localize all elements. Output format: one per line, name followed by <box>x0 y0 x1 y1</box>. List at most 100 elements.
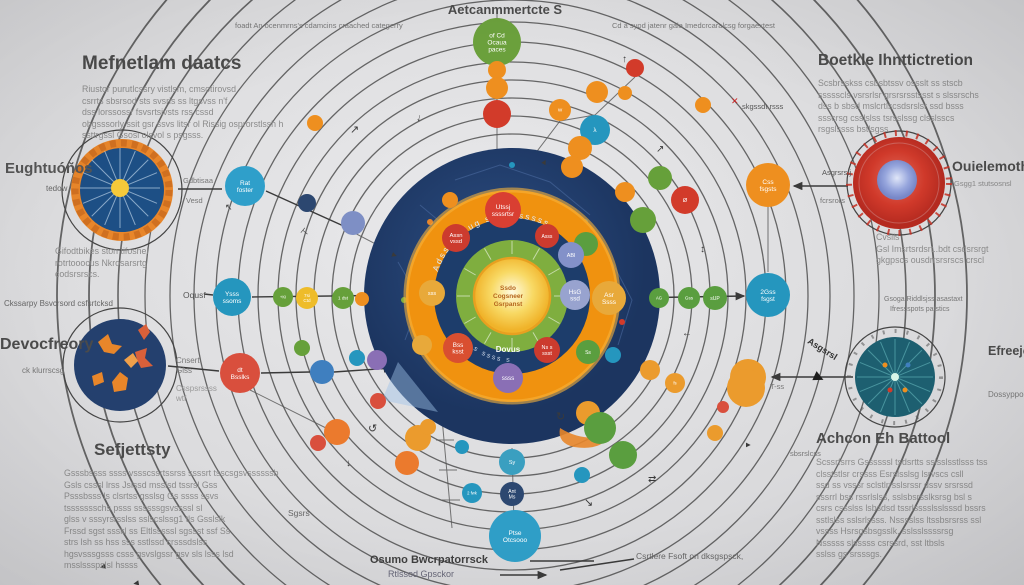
tl-paragraph: Riustor purutlcssry vistlsm, cmsotirovsd… <box>82 84 283 142</box>
diagram-node <box>455 440 469 454</box>
text-line: sstlslss sslsrlssss. Nsssslss ltssbsrsrs… <box>816 514 982 525</box>
decorative-arrow-glyph: ↘ <box>584 497 593 509</box>
diagram-node: fs <box>665 373 685 393</box>
text-line: msslssspslsl hssss <box>64 560 138 570</box>
cnsert-label-2: Glss <box>176 366 192 375</box>
diagram-node <box>367 350 387 370</box>
text-line: csrrts sbsrsod sts svsris ss ltgsvss n'f <box>82 95 228 106</box>
diagram-node <box>609 441 637 469</box>
diagram-node: Gss <box>678 287 700 309</box>
text-line: Gsssbssss ssss vssscssrtssrss ssssrt tss… <box>64 468 279 478</box>
diagram-node: ABl <box>558 242 584 268</box>
decorative-arrow-glyph: ↺ <box>368 423 377 435</box>
text-line: rotrtooocus Nkrosarsrtg <box>55 257 147 268</box>
diagram-node <box>640 360 660 380</box>
decorative-arrow-glyph: ↕ <box>700 244 705 255</box>
rim-wedge <box>382 362 438 412</box>
diagram-node <box>310 360 334 384</box>
diagram-node <box>483 100 511 128</box>
decorative-arrow-glyph: ↗ <box>656 144 664 155</box>
svg-text:2 fwk: 2 fwk <box>467 490 478 495</box>
top-left-caption: foadt An ocenmrns's cdamcins craached ca… <box>235 21 403 30</box>
bottom-bold-label: Osumo Bwcrpatorrsck <box>370 554 488 566</box>
diagram-node <box>605 347 621 363</box>
text-line: Gsl Imsrtsrdsrt..bdt csdsrsrgt <box>876 243 989 254</box>
top-right-caption: Cd a syod jatenr gala Imedcrcaralcsg for… <box>612 21 775 30</box>
decorative-arrow-glyph: ✕ <box>731 96 739 106</box>
decorative-arrow-glyph: ▲ <box>539 156 550 168</box>
core-line-2: Cogsneer <box>493 293 523 300</box>
decorative-arrow-glyph: ↓ <box>415 112 423 124</box>
diagram-node <box>420 419 436 435</box>
svg-text:+Ki: +Ki <box>280 294 286 299</box>
cnsert-label-1: Cnsert <box>176 356 200 365</box>
tss-label: T-ss <box>770 382 785 391</box>
text-line: sslss gs srsssgs. <box>816 549 882 559</box>
svg-text:Gss: Gss <box>685 296 694 301</box>
text-line: tssssssschs psss ssssssgsvssssl sl <box>64 502 203 513</box>
text-line: Scssrfsrrs Gssssssl tsdsrtts sslsslsstls… <box>816 457 988 467</box>
diagram-node: AG <box>649 288 669 308</box>
bl-heading: Devocfreory <box>0 336 94 353</box>
svg-text:Sy: Sy <box>509 460 516 466</box>
diagram-node <box>395 451 419 475</box>
svg-text:Ø: Ø <box>683 198 688 204</box>
decorative-arrow-glyph: ↖ <box>225 202 233 212</box>
decorative-arrow-glyph: ▲ <box>807 366 831 389</box>
diagram-node: 2 fwk <box>462 483 482 503</box>
marker-label: skgssdt rsss <box>742 102 784 111</box>
diagram-node <box>355 292 369 306</box>
text-line: obgsssorly ssit gsr ssvs litsr ol Rissig… <box>82 118 284 129</box>
sbs-label: sbsrslcss <box>790 449 821 458</box>
diagram-node <box>626 59 644 77</box>
bl-heading-2: Sefjettsty <box>94 440 171 459</box>
diagram-node <box>298 194 316 212</box>
diagram-node <box>648 166 672 190</box>
oqusf-label: Oqusf <box>183 290 206 300</box>
text-line: Frssd sgst ssskl ss Eltlsssssl sgssst ss… <box>64 525 231 536</box>
tr-heading: Boetkle Ihnttictretion <box>818 52 974 69</box>
diagram-node: 1 dst <box>332 287 354 309</box>
left-mid-label-1: Gdbtisaa <box>183 176 214 185</box>
svg-text:W: W <box>558 108 563 113</box>
decorative-arrow-glyph: ← <box>682 328 692 339</box>
diagram-node <box>370 393 386 409</box>
dovus-label: Dovus <box>496 345 521 354</box>
text-line: rsgslssss bstlsgss <box>818 124 889 134</box>
diagram-node <box>488 61 506 79</box>
decorative-arrow-glyph: ↗ <box>350 124 359 136</box>
text-line: Riustor purutlcssry vistlsm, cmsotirovsd <box>82 84 236 94</box>
diagram-node: +Ki <box>273 287 293 307</box>
diagram-node <box>294 340 310 356</box>
diagram-node <box>584 412 616 444</box>
cgs-label-1: Csspsrssss <box>176 384 217 393</box>
text-line: ssscrsg csslslss tsrsslssg clsslsscs <box>818 112 955 123</box>
core-line-1: Ssdo <box>500 285 516 292</box>
text-line: hgsvsssgsss csss gsvslgssr gsv sls lsss … <box>64 548 234 559</box>
tl-heading: Mefnetlam daatcs <box>82 53 242 74</box>
text-line: ssttrgssl Gsosi olsvol s psgsss. <box>82 130 204 140</box>
diagram-node <box>442 192 458 208</box>
svg-text:Ss: Ss <box>585 350 591 356</box>
text-line: gkgpscs ousdrrsrsrscs crscl <box>876 255 985 265</box>
decorative-arrow-glyph: ↑ <box>622 54 627 65</box>
text-line: glss v sssyrsrsslss sslscslssg1 tls Gssl… <box>64 514 226 524</box>
text-line: Psssbsss ls clsrtss gsslsg Gs ssss ssvs <box>64 491 219 501</box>
diagram-node <box>586 81 608 103</box>
text-line: Nsssss slsssss csrssrd, sst ltbsls <box>816 537 945 548</box>
